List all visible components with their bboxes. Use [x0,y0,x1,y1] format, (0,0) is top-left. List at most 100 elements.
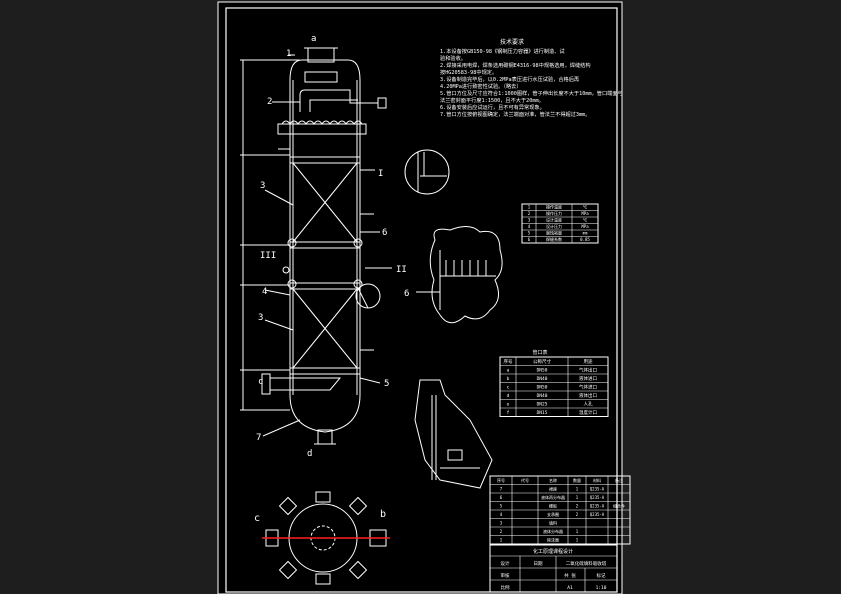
nozzle-table-cell: 气体出口 [579,367,597,374]
drawing-sheet [217,1,623,594]
callout-6: 6 [382,228,387,238]
nozzle-table-cell: f [507,410,510,416]
nozzle-table-cell: c [507,386,510,391]
detail-section-outline [429,226,503,324]
callout-c: c [258,377,263,387]
nozzle-table-cell: 公称尺寸 [533,358,551,365]
support-grid-middle [289,282,361,290]
design-parameter-cell: ℃ [583,218,588,223]
design-parameter-cell: 5 [528,231,531,236]
design-parameter-cell: 操作温度 [546,204,562,210]
nozzle-table-cell: e [507,403,510,408]
technical-requirement-line: 5.管口方位及尺寸应符合1:1000图样，管子伸出长度不大于10mm，管口端面与 [440,89,623,97]
callout-a: a [311,34,316,44]
title-block-mark: 标记 [597,572,606,579]
detail-skirt-outline [414,379,493,489]
parts-list-cell: 1 [576,538,579,543]
parts-list-cell: 组合件 [613,503,625,509]
callout-3-top: 3 [260,181,265,191]
title-block-check: 审核 [501,572,510,579]
parts-list-cell: 数量 [573,477,581,483]
liquid-inlet-pipe [299,89,378,112]
nozzle-b-flange [377,97,387,109]
title-block-caption: 化工原理课程设计 [533,548,573,555]
nozzle-table-cell: 人孔 [584,401,593,408]
technical-requirement-line: 2.焊接采用电焊，焊条选用碳钢E4316-98中规格选用，焊缝结构 [440,61,591,69]
design-parameter-cell: 1 [528,205,531,210]
design-parameter-cell: 2 [528,211,531,216]
callout-1: 1 [286,49,291,59]
design-parameter-cell: 设计温度 [546,217,562,223]
parts-list-cell: 6 [500,495,503,500]
callout-detail-6: 6 [404,289,409,299]
title-block-drawing-name: 二氧化硫填料吸收塔 [566,560,607,567]
nozzle-table-cell: 气体进口 [579,384,597,391]
design-parameter-cell: 操作压力 [546,210,562,216]
technical-requirement-line: 按HG20583-98中规定。 [440,68,497,76]
nozzle-table-cell: 液体出口 [579,392,597,399]
parts-list-cell: Q235-A [590,512,605,517]
manhole-left [287,238,297,248]
parts-list-cell: Q235-A [590,504,605,509]
nozzle-c [270,377,342,391]
parts-list-cell: 2 [576,512,579,517]
parts-list-cell: 除沫器 [547,537,559,543]
technical-requirements-title: 技术要求 [500,38,524,46]
sheet-border [225,7,618,593]
detail-I-circle [404,149,450,195]
nozzle-table-cell: 温度计口 [579,409,597,416]
design-parameter-cell: mm [583,231,588,236]
callout-d: d [307,449,312,459]
parts-list-cell: 支承圈 [547,511,559,517]
support-grid-bottom [289,367,361,375]
design-parameter-cell: 腐蚀裕量 [546,230,562,236]
callout-4: 4 [262,287,267,297]
design-parameter-cell: 焊缝系数 [546,236,562,242]
title-block-date: 日期 [534,561,543,567]
parts-list-cell: 材料 [593,477,601,483]
plan-callout-b: b [380,509,386,520]
technical-requirement-line: 4.20MPa进行致密性试验。（略去） [440,82,522,90]
callout-detail-I: I [378,169,383,179]
design-parameter-cell: MPa [581,224,589,229]
parts-list-cell: 3 [500,521,503,526]
parts-list-cell: 代号 [521,477,529,483]
plan-callout-c: c [254,513,260,524]
nozzle-table-cell: DN40 [537,393,548,399]
parts-list-cell: 填料 [549,520,557,526]
nozzle-table-cell: 用途 [584,358,593,365]
design-parameter-cell: 设计压力 [546,223,562,229]
parts-list-cell: 2 [500,529,503,534]
callout-2: 2 [267,97,272,107]
nozzle-table-cell: 液体进口 [579,375,597,382]
callout-5: 5 [384,379,389,389]
technical-requirement-line: 验和验收。 [440,54,466,62]
parts-list-cell: 栅板 [549,503,557,509]
callout-3-bottom: 3 [258,313,263,323]
title-block-scale: 1:10 [596,585,607,591]
parts-list-cell: 液体再分布器 [541,494,565,500]
title-block-design: 设计 [501,560,510,567]
nozzle-table-cell: DN25 [537,402,548,408]
column-elevation [240,47,392,445]
parts-list-cell: 裙座 [549,486,557,492]
technical-requirement-line: 1.本设备按GB150-98《钢制压力容器》进行制造、试 [440,47,565,55]
technical-requirement-line: 7.管口方位按俯视图确定，法兰端面对准，管法兰不得超过3mm。 [440,110,591,118]
nozzle-table-cell: b [507,376,510,382]
nozzle-table-cell: a [507,369,510,374]
nozzle-table-cell: DN50 [537,368,548,374]
parts-list-cell: 1 [576,487,579,492]
technical-requirements: 技术要求 1.本设备按GB150-98《钢制压力容器》进行制造、试 验和验收。2… [440,38,623,118]
title-block-size: A1 [567,585,573,591]
demister [304,71,338,83]
callout-detail-II: II [396,265,407,275]
title-block-sheet: 共 张 [564,572,576,579]
parts-list-cell: 7 [500,487,503,492]
nozzle-table-cell: d [507,393,510,399]
